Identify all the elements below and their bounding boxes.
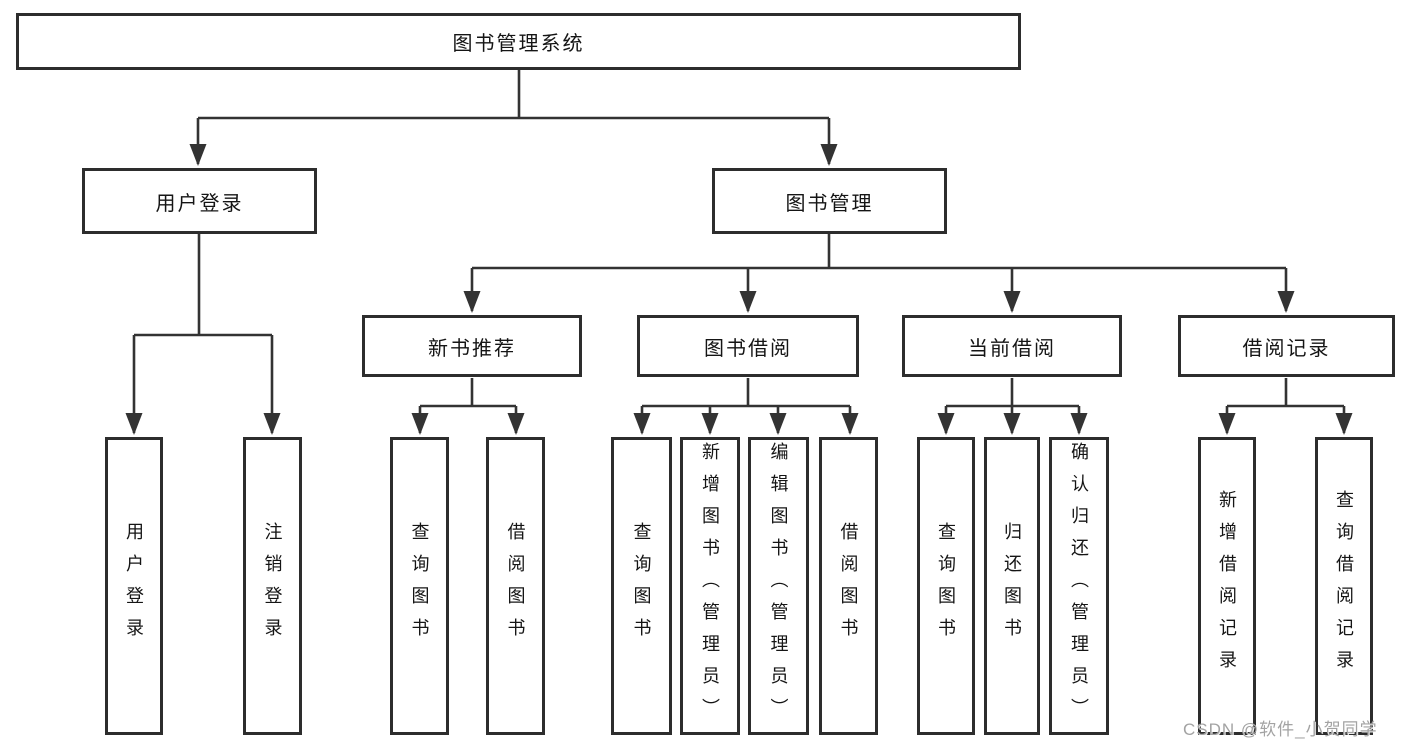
node-current-borrow-label: 当前借阅 (968, 337, 1056, 360)
leaf-current-confirm-return-admin: 确认归还（管理员） (1049, 437, 1109, 735)
node-current-borrow: 当前借阅 (902, 315, 1122, 377)
leaf-borrow-query-books-label: 查询图书 (631, 522, 652, 650)
leaf-newbook-query-books: 查询图书 (390, 437, 449, 735)
leaf-borrow-edit-books-admin-label: 编辑图书（管理员） (768, 442, 789, 730)
leaf-records-query-record: 查询借阅记录 (1315, 437, 1373, 735)
leaf-borrow-borrow-books: 借阅图书 (819, 437, 878, 735)
leaf-records-add-record: 新增借阅记录 (1198, 437, 1256, 735)
leaf-borrow-borrow-books-label: 借阅图书 (838, 522, 859, 650)
leaf-user-login: 用户登录 (105, 437, 163, 735)
leaf-borrow-edit-books-admin: 编辑图书（管理员） (748, 437, 809, 735)
node-root-label: 图书管理系统 (452, 33, 585, 55)
leaf-borrow-query-books: 查询图书 (611, 437, 672, 735)
leaf-borrow-add-books-admin: 新增图书（管理员） (680, 437, 740, 735)
node-user-login: 用户登录 (82, 168, 317, 234)
leaf-user-login-label: 用户登录 (124, 522, 144, 650)
leaf-borrow-add-books-admin-label: 新增图书（管理员） (700, 442, 720, 730)
node-book-management-label: 图书管理 (785, 192, 874, 215)
node-borrow-records-label: 借阅记录 (1242, 337, 1331, 360)
node-borrow-records: 借阅记录 (1178, 315, 1395, 377)
leaf-records-query-record-label: 查询借阅记录 (1334, 490, 1354, 682)
leaf-newbook-borrow-books: 借阅图书 (486, 437, 545, 735)
leaf-newbook-borrow-books-label: 借阅图书 (505, 522, 526, 650)
node-book-management: 图书管理 (712, 168, 947, 234)
leaf-logout: 注销登录 (243, 437, 302, 735)
leaf-current-return-books-label: 归还图书 (1002, 522, 1022, 650)
node-new-book-recommend-label: 新书推荐 (428, 337, 516, 360)
leaf-current-return-books: 归还图书 (984, 437, 1040, 735)
leaf-current-confirm-return-admin-label: 确认归还（管理员） (1069, 442, 1089, 730)
leaf-records-add-record-label: 新增借阅记录 (1217, 490, 1237, 682)
node-book-borrow: 图书借阅 (637, 315, 859, 377)
node-user-login-label: 用户登录 (155, 192, 244, 215)
node-book-borrow-label: 图书借阅 (704, 337, 792, 360)
node-root-system: 图书管理系统 (16, 13, 1021, 70)
csdn-watermark: CSDN @软件_小贺同学 (1183, 720, 1378, 739)
leaf-current-query-books: 查询图书 (917, 437, 975, 735)
leaf-logout-label: 注销登录 (262, 522, 283, 650)
leaf-newbook-query-books-label: 查询图书 (409, 522, 430, 650)
node-new-book-recommend: 新书推荐 (362, 315, 582, 377)
leaf-current-query-books-label: 查询图书 (936, 522, 956, 650)
